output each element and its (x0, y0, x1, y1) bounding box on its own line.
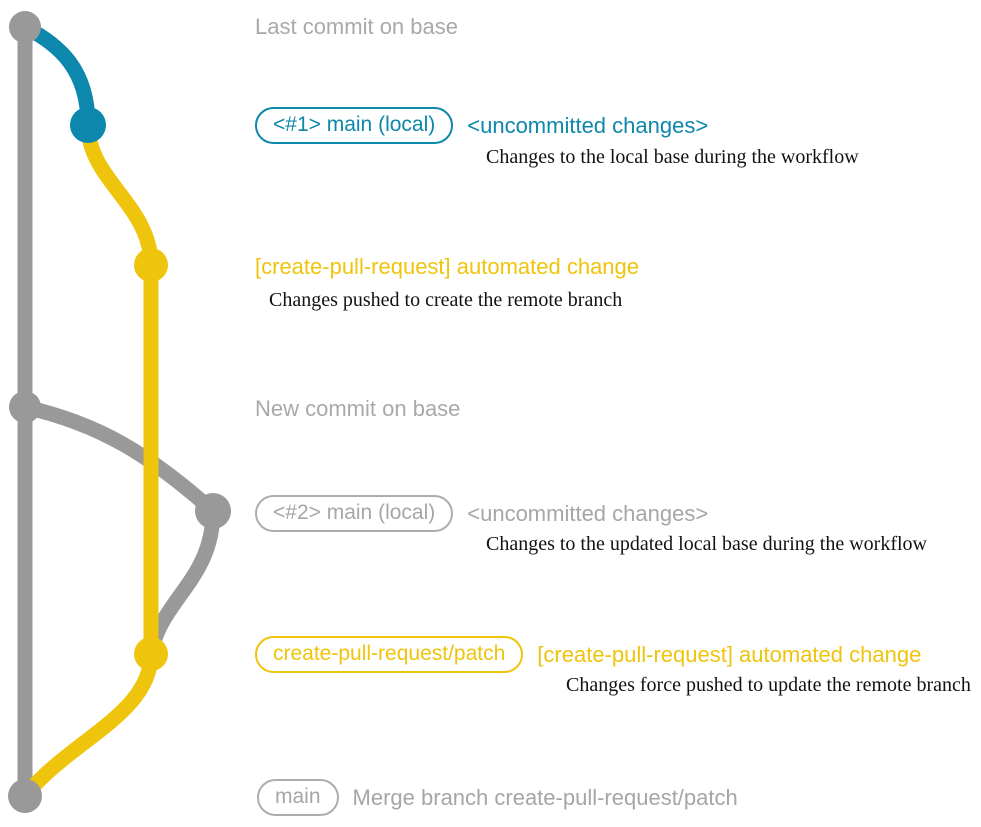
commit-subject-local-2: <uncommitted changes> (467, 500, 709, 526)
commit-description-local-1: Changes to the local base during the wor… (486, 146, 859, 168)
ref-badge-create-pull-request-patch[interactable]: create-pull-request/patch (255, 636, 524, 674)
commit-subject-local-1: <uncommitted changes> (467, 112, 709, 138)
commit-subject-automated-change-1: [create-pull-request] automated change (255, 254, 640, 279)
annotation-row-local-2: <#2> main (local) <uncommitted changes> (255, 495, 709, 533)
commit-description-local-2: Changes to the updated local base during… (486, 533, 927, 555)
ref-badge-main[interactable]: main (257, 779, 339, 817)
commit-subject-automated-change-2: [create-pull-request] automated change (537, 641, 922, 667)
ref-badge-main-local-1[interactable]: <#1> main (local) (255, 107, 454, 145)
commit-subject-last-commit-on-base: Last commit on base (255, 14, 458, 39)
commit-description-automated-change-1: Changes pushed to create the remote bran… (269, 289, 623, 311)
ref-badge-main-local-2[interactable]: <#2> main (local) (255, 495, 454, 533)
annotation-row-local-1: <#1> main (local) <uncommitted changes> (255, 107, 709, 145)
annotation-row-automated-change-2: create-pull-request/patch [create-pull-r… (255, 636, 922, 674)
commit-subject-new-commit-on-base: New commit on base (255, 396, 461, 421)
annotation-row-merge: main Merge branch create-pull-request/pa… (257, 779, 738, 817)
commit-subject-merge: Merge branch create-pull-request/patch (352, 784, 738, 810)
commit-description-automated-change-2: Changes force pushed to update the remot… (566, 674, 971, 696)
